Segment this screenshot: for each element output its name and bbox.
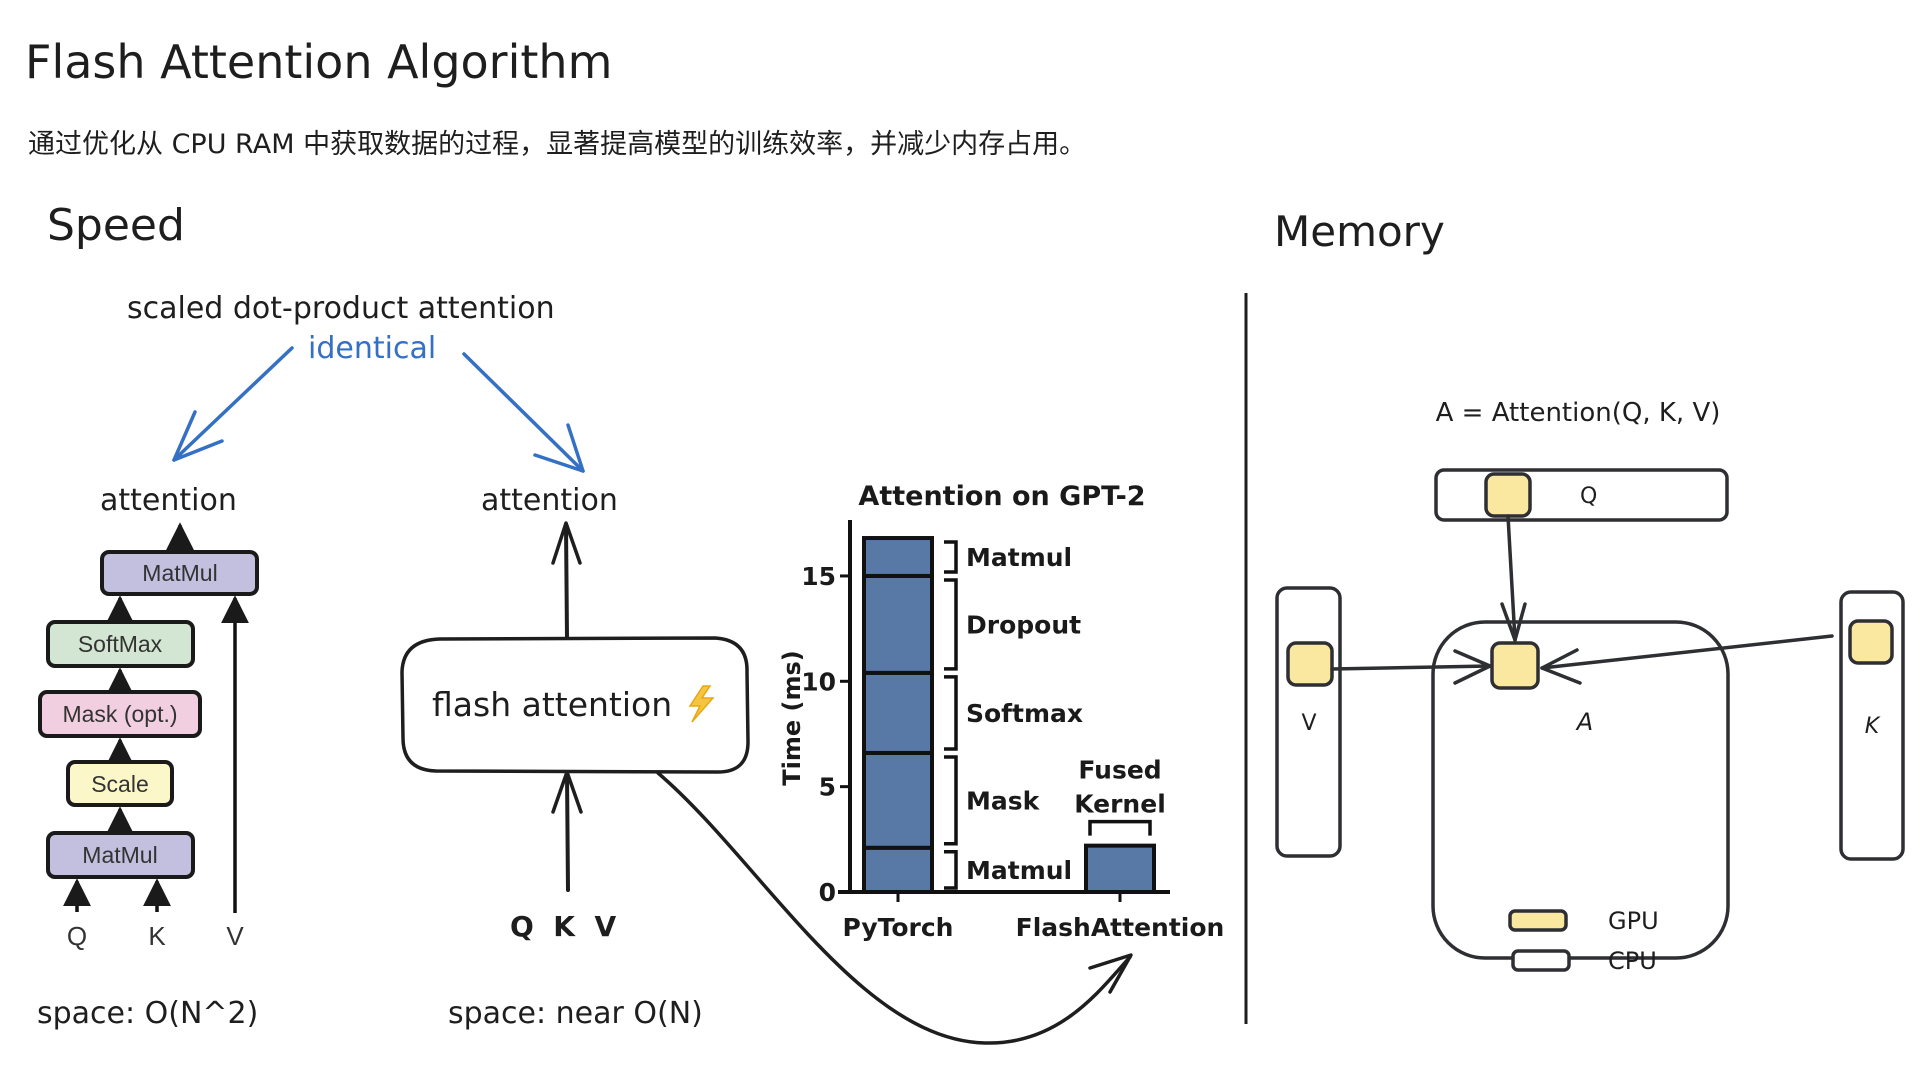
bar-segment [1084, 843, 1156, 894]
y-tick-label: 15 [801, 562, 836, 591]
svg-text:Mask (opt.): Mask (opt.) [62, 701, 177, 727]
standard-space-label: space: O(N^2) [37, 996, 258, 1031]
memory-formula: A = Attention(Q, K, V) [1436, 398, 1721, 428]
input-k-label: K [148, 921, 166, 951]
matrix-a: A [1431, 620, 1730, 960]
block-scale: Scale [66, 760, 174, 807]
svg-text:GPU: GPU [1608, 907, 1659, 935]
svg-text:CPU: CPU [1608, 947, 1657, 975]
svg-text:MatMul: MatMul [142, 560, 217, 586]
matrix-q: Q [1434, 468, 1729, 522]
segment-label: Dropout [966, 610, 1081, 639]
standard-attention-stack: MatMul SoftMax Mask (opt.) Scale MatMul … [38, 522, 259, 951]
flash-arrow-up-out [551, 521, 582, 640]
legend-item-cpu: CPU [1511, 947, 1657, 975]
svg-text:MatMul: MatMul [82, 842, 157, 868]
matrix-k: K [1839, 590, 1905, 861]
segment-label: Softmax [966, 699, 1083, 728]
flash-arrow-up-in [551, 770, 583, 892]
segment-bracket [944, 578, 958, 671]
legend-item-gpu: GPU [1508, 907, 1659, 935]
bar-segment [862, 670, 934, 755]
identical-arrow-right [462, 352, 585, 473]
page-title: Flash Attention Algorithm [25, 35, 612, 89]
memory-diagram: Q A V K [1275, 468, 1905, 975]
block-matmul-top: MatMul [100, 550, 259, 596]
segment-label: Kernel [1074, 790, 1166, 819]
bar-segment [862, 573, 934, 675]
svg-text:Scale: Scale [91, 771, 149, 797]
curved-arrow-to-chart [656, 771, 1133, 1045]
chart-ylabel: Time (ms) [778, 650, 806, 785]
segment-label: Matmul [966, 856, 1072, 885]
flash-space-label: space: near O(N) [448, 996, 703, 1031]
x-tick-label: FlashAttention [1016, 913, 1225, 942]
legend: GPU CPU [1508, 907, 1659, 975]
flash-output-label: attention [481, 483, 618, 518]
segment-bracket [1088, 819, 1152, 836]
memory-heading: Memory [1274, 207, 1445, 256]
identical-arrow-left [172, 346, 294, 462]
block-softmax: SoftMax [46, 620, 195, 668]
y-tick-label: 5 [819, 773, 836, 802]
arrow-k-to-a [1540, 634, 1834, 685]
page-subtitle: 通过优化从 CPU RAM 中获取数据的过程，显著提高模型的训练效率，并减少内存… [28, 129, 1086, 160]
v-gpu-block [1286, 641, 1334, 687]
matrix-v: V [1275, 586, 1342, 858]
x-tick-label: PyTorch [843, 913, 954, 942]
segment-bracket [944, 755, 958, 846]
bar-segment [862, 536, 934, 578]
arrow-q-to-a [1500, 514, 1527, 642]
identical-label: identical [308, 331, 436, 366]
flash-attention-box: flash attention [400, 636, 750, 774]
block-matmul-bottom: MatMul [46, 831, 195, 879]
bar-segment [862, 845, 934, 894]
input-q-label: Q [67, 921, 87, 951]
segment-label: Matmul [966, 543, 1072, 572]
svg-text:K: K [1865, 714, 1881, 739]
a-gpu-block [1490, 641, 1540, 690]
block-mask: Mask (opt.) [38, 690, 202, 738]
segment-bracket [944, 540, 958, 574]
q-gpu-block [1484, 472, 1532, 518]
arrow-v-to-a [1330, 649, 1492, 685]
segment-bracket [944, 675, 958, 751]
segment-label: Mask [966, 786, 1041, 815]
speed-heading: Speed [47, 200, 185, 251]
y-tick-label: 0 [819, 878, 836, 907]
standard-output-label: attention [100, 483, 237, 518]
svg-text:A: A [1575, 708, 1593, 736]
svg-text:SoftMax: SoftMax [78, 631, 163, 657]
flash-inputs-label: Q K V [510, 910, 616, 943]
segment-bracket [944, 850, 958, 890]
root-label: scaled dot-product attention [127, 291, 555, 326]
bar-segment [862, 750, 934, 850]
flash-box-label: flash attention [432, 685, 672, 724]
svg-text:Q: Q [1580, 484, 1597, 509]
k-gpu-block [1848, 619, 1894, 665]
chart-title: Attention on GPT-2 [858, 481, 1145, 512]
lightning-icon [688, 685, 715, 723]
segment-label: Fused [1078, 756, 1161, 785]
y-tick-label: 10 [801, 667, 836, 696]
svg-text:V: V [1301, 711, 1316, 736]
input-v-label: V [226, 921, 244, 951]
